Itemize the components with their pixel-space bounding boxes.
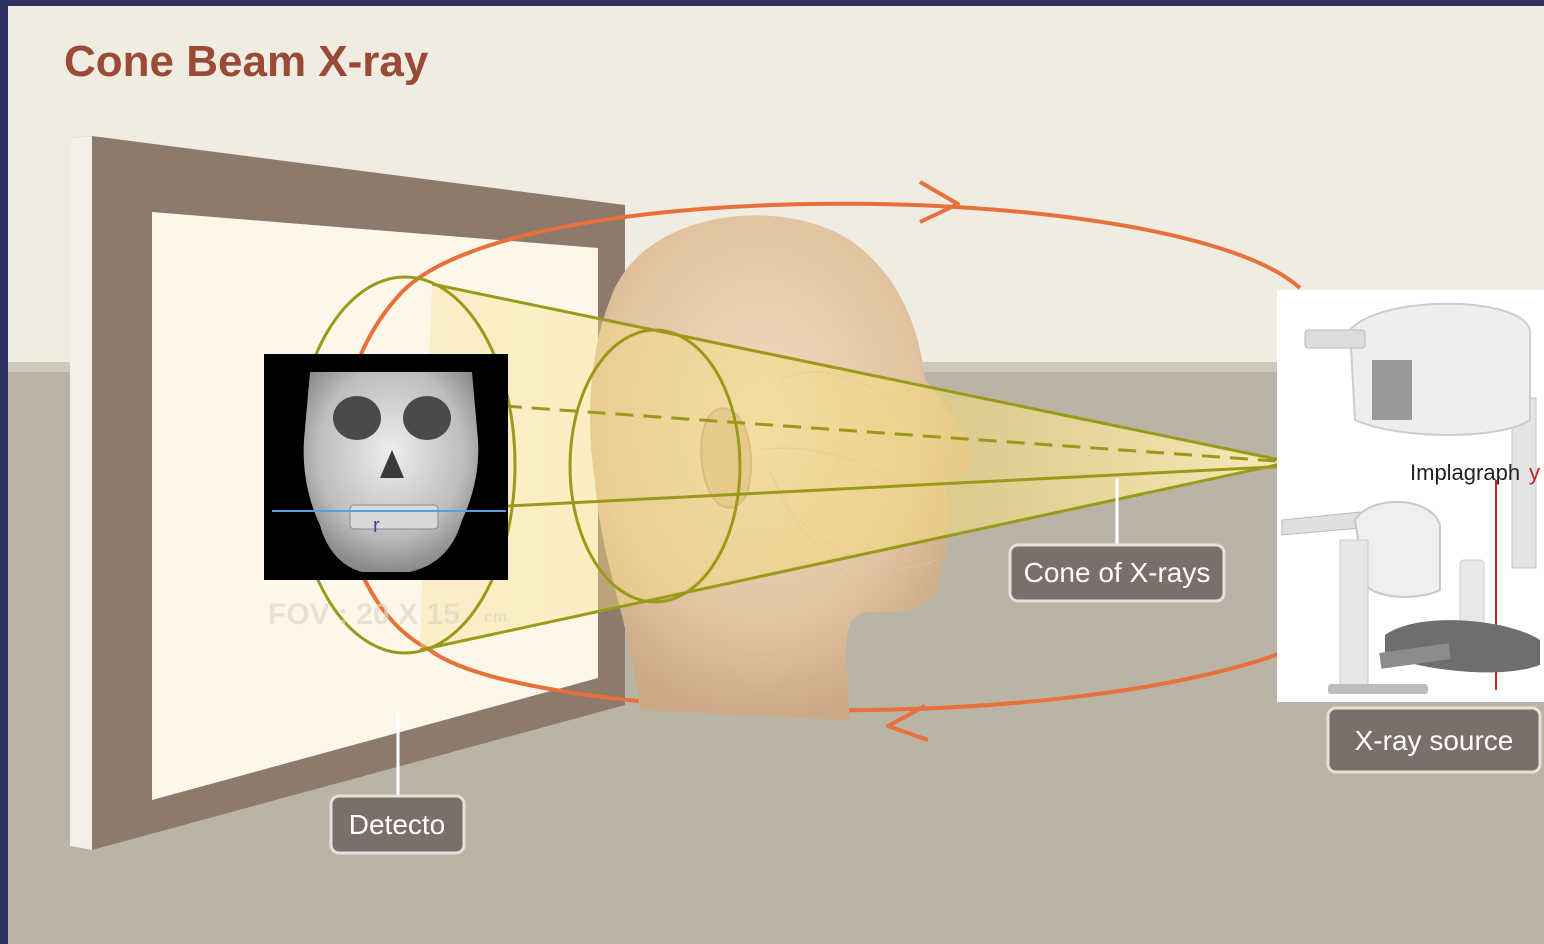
brand-name-accent: y [1529,460,1540,485]
cone-callout-label: Cone of X-rays [1024,557,1211,588]
brand-name: Implagraph [1410,460,1520,485]
device-photo-inset: Implagraph y [1277,290,1544,702]
slide-border-left [0,0,8,944]
device-lower-foot [1328,684,1428,694]
device-upper-head-holder [1372,360,1412,420]
skull-eye-socket-right [403,396,451,440]
skull-teeth [350,505,438,529]
skull-eye-socket-left [333,396,381,440]
detector-callout-label: Detecto [349,809,446,840]
skull-marker-letter: r [373,515,380,537]
detector-side [70,136,92,850]
slide-border-top [0,0,1544,6]
source-callout: X-ray source [1328,708,1540,772]
page-title: Cone Beam X-ray [64,37,429,86]
fov-text: FOV : 20 X 15 [268,598,460,631]
source-callout-label: X-ray source [1355,725,1514,756]
device-lower-column [1340,540,1368,690]
device-upper-arm [1305,330,1365,348]
skull-ct-inset: r [264,354,508,580]
fov-unit: cm [484,609,507,626]
